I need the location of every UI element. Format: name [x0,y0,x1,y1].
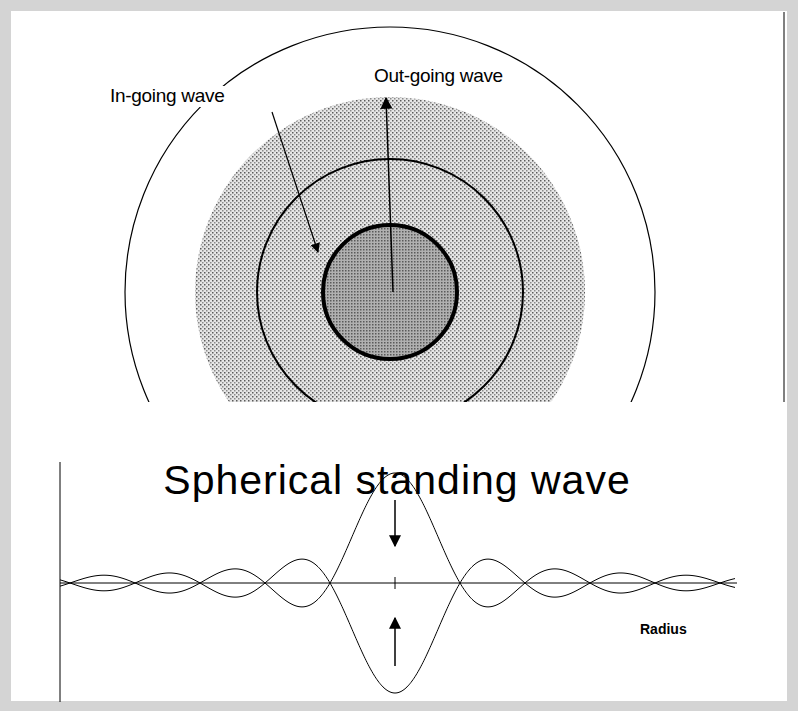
sphere-rings [125,27,655,402]
outgoing-arrow [386,98,393,292]
stippled-ring [195,97,585,402]
ingoing-arrow [272,112,318,252]
panel-edge [784,12,785,402]
envelope-curve [60,559,735,693]
panel-title: Spherical standing wave [163,458,630,503]
outer-ring [125,27,655,402]
inner-sphere [323,225,457,359]
wave-label: In-going wave [108,86,226,107]
axis-label: Radius [640,622,687,637]
y-axis [60,462,61,702]
radius-axis [60,583,737,584]
wave-label: Out-going wave [372,66,505,87]
panel-ground [11,11,787,701]
down-arrow [394,500,396,546]
center-tick [395,577,396,589]
up-arrow [394,618,396,666]
